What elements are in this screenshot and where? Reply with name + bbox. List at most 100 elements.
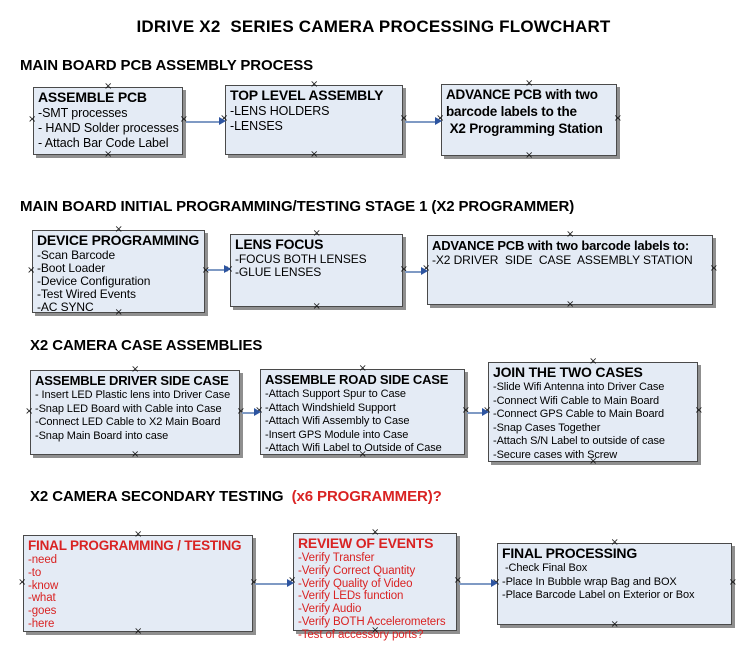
connector-mark-bottom-icon: × (104, 149, 113, 160)
node-item: -Secure cases with Screw (493, 448, 618, 461)
node-title: LENS FOCUS (235, 236, 324, 252)
node-assemble-driver-side-case: ASSEMBLE DRIVER SIDE CASE - Insert LED P… (25, 365, 245, 460)
arrow-head-icon (421, 267, 428, 275)
node-item: -Test Wired Events (37, 287, 136, 301)
connector-mark-bottom-icon: × (566, 299, 575, 310)
node-item: -need (28, 554, 57, 566)
section-heading-secondary-testing: X2 CAMERA SECONDARY TESTING (x6 PROGRAMM… (30, 488, 442, 505)
node-final-processing: FINAL PROCESSING -Check Final Box-Place … (492, 538, 737, 630)
node-item: -Insert GPS Module into Case (265, 428, 409, 441)
arrow-line (255, 583, 288, 585)
node-item: -X2 DRIVER SIDE CASE ASSEMBLY STATION (432, 253, 693, 267)
node-items: -Check Final Box-Place In Bubble wrap Ba… (502, 562, 727, 603)
node-item: -goes (28, 605, 57, 618)
flow-arrow (405, 266, 428, 277)
arrow-line (405, 121, 436, 123)
node-item: -Verify BOTH Accelerometers (298, 615, 446, 628)
node-title: ASSEMBLE DRIVER SIDE CASE (35, 373, 229, 388)
node-item: - Attach Bar Code Label (38, 136, 169, 150)
node-advance-pcb-driver-side: ADVANCE PCB with two barcode labels to: … (422, 230, 718, 310)
node-item: -Connect LED Cable to X2 Main Board (35, 416, 221, 428)
node-item: -Verify Audio (298, 603, 362, 616)
node-assemble-road-side-case: ASSEMBLE ROAD SIDE CASE -Attach Support … (255, 364, 470, 460)
node-title: JOIN THE TWO CASES (493, 364, 643, 380)
flow-arrow (242, 407, 261, 418)
node-title: ADVANCE PCB with two barcode labels to: (432, 238, 690, 253)
node-title: REVIEW OF EVENTS (298, 535, 434, 551)
connector-mark-bottom-icon: × (525, 150, 534, 161)
node-item: -SMT processes (38, 106, 128, 120)
connector-mark-left-icon: × (25, 405, 34, 417)
node-item: - Insert LED Plastic lens into Driver Ca… (35, 389, 231, 401)
node-items: -LENS HOLDERS-LENSES (230, 104, 398, 134)
node-item: -Place In Bubble wrap Bag and BOX (502, 575, 677, 588)
connector-mark-right-icon: × (613, 113, 622, 124)
node-item: -FOCUS BOTH LENSES (235, 252, 367, 266)
arrow-head-icon (491, 579, 498, 587)
node-item: -Attach Windshield Support (265, 401, 396, 414)
node-item: -Attach S/N Label to outside of case (493, 435, 665, 447)
connector-mark-bottom-icon: × (312, 301, 321, 312)
node-item: -know (28, 579, 59, 592)
node-items: -FOCUS BOTH LENSES-GLUE LENSES (235, 253, 398, 279)
arrow-line (242, 412, 255, 414)
node-title: FINAL PROGRAMMING / TESTING (28, 538, 242, 553)
arrow-line (186, 121, 220, 123)
connector-mark-bottom-icon: × (610, 619, 619, 630)
node-item: -LENSES (230, 119, 283, 133)
arrow-line (467, 412, 483, 414)
node-item: -AC SYNC (37, 300, 94, 314)
node-item: -Verify Correct Quantity (298, 564, 416, 577)
node-join-the-two-cases: JOIN THE TWO CASES -Slide Wifi Antenna i… (483, 357, 703, 467)
node-item: -Connect GPS Cable to Main Board (493, 408, 665, 420)
flow-arrow (186, 116, 226, 127)
node-item: -Snap Cases Together (493, 421, 601, 434)
arrow-head-icon (219, 117, 226, 125)
node-item: -Test of accessory ports? (298, 628, 424, 641)
arrow-head-icon (435, 117, 442, 125)
heading-black-part: X2 CAMERA SECONDARY TESTING (30, 488, 284, 505)
node-item: -Attach Wifi Assembly to Case (265, 415, 410, 427)
node-item: -Boot Loader (37, 261, 106, 275)
node-title: FINAL PROCESSING (502, 545, 638, 561)
node-items: -Attach Support Spur to Case-Attach Wind… (265, 388, 460, 456)
node-item: -Verify Quality of Video (298, 577, 413, 590)
node-item: -Verify LEDs function (298, 590, 404, 603)
arrow-head-icon (287, 579, 294, 587)
connector-mark-bottom-icon: × (310, 149, 319, 160)
page-title: IDRIVE X2 SERIES CAMERA PROCESSING FLOWC… (136, 17, 611, 36)
node-title: DEVICE PROGRAMMING (37, 232, 200, 248)
arrow-line (459, 583, 492, 585)
node-item: -LENS HOLDERS (230, 104, 330, 118)
node-item: -Connect Wifi Cable to Main Board (493, 394, 660, 407)
flow-arrow (459, 578, 498, 589)
node-items: -Verify Transfer-Verify Correct Quantity… (298, 552, 452, 642)
node-item: -Verify Transfer (298, 552, 375, 564)
node-item: -here (28, 617, 55, 630)
node-item: -Place Barcode Label on Exterior or Box (502, 589, 695, 601)
arrow-head-icon (482, 408, 489, 416)
connector-mark-left-icon: × (27, 264, 36, 276)
section-heading-pcb-assembly: MAIN BOARD PCB ASSEMBLY PROCESS (20, 57, 314, 74)
arrow-line (405, 271, 422, 273)
section-heading-case-assemblies: X2 CAMERA CASE ASSEMBLIES (30, 337, 263, 354)
connector-mark-left-icon: × (18, 576, 27, 588)
node-top-level-assembly: TOP LEVEL ASSEMBLY -LENS HOLDERS-LENSES … (220, 80, 408, 160)
node-item: -Slide Wifi Antenna into Driver Case (493, 381, 665, 393)
node-advance-pcb-programming-station: ADVANCE PCB with two barcode labels to t… (436, 79, 622, 161)
node-item: -to (28, 566, 42, 579)
flow-arrow (255, 578, 294, 589)
node-items: -need-to-know-what-goes-here (28, 554, 248, 631)
node-final-programming-testing: FINAL PROGRAMMING / TESTING -need-to-kno… (18, 530, 258, 637)
node-item: - HAND Solder processes (38, 121, 179, 135)
connector-mark-bottom-icon: × (131, 449, 140, 460)
node-item: -Device Configuration (37, 274, 151, 288)
flow-arrow (207, 264, 231, 275)
flow-arrow (467, 407, 489, 418)
node-items: -Slide Wifi Antenna into Driver Case-Con… (493, 381, 693, 462)
node-title: TOP LEVEL ASSEMBLY (230, 87, 384, 103)
node-item: -Attach Support Spur to Case (265, 388, 406, 400)
node-item: -Snap LED Board with Cable into Case (35, 402, 222, 415)
node-item: -Scan Barcode (37, 248, 116, 262)
